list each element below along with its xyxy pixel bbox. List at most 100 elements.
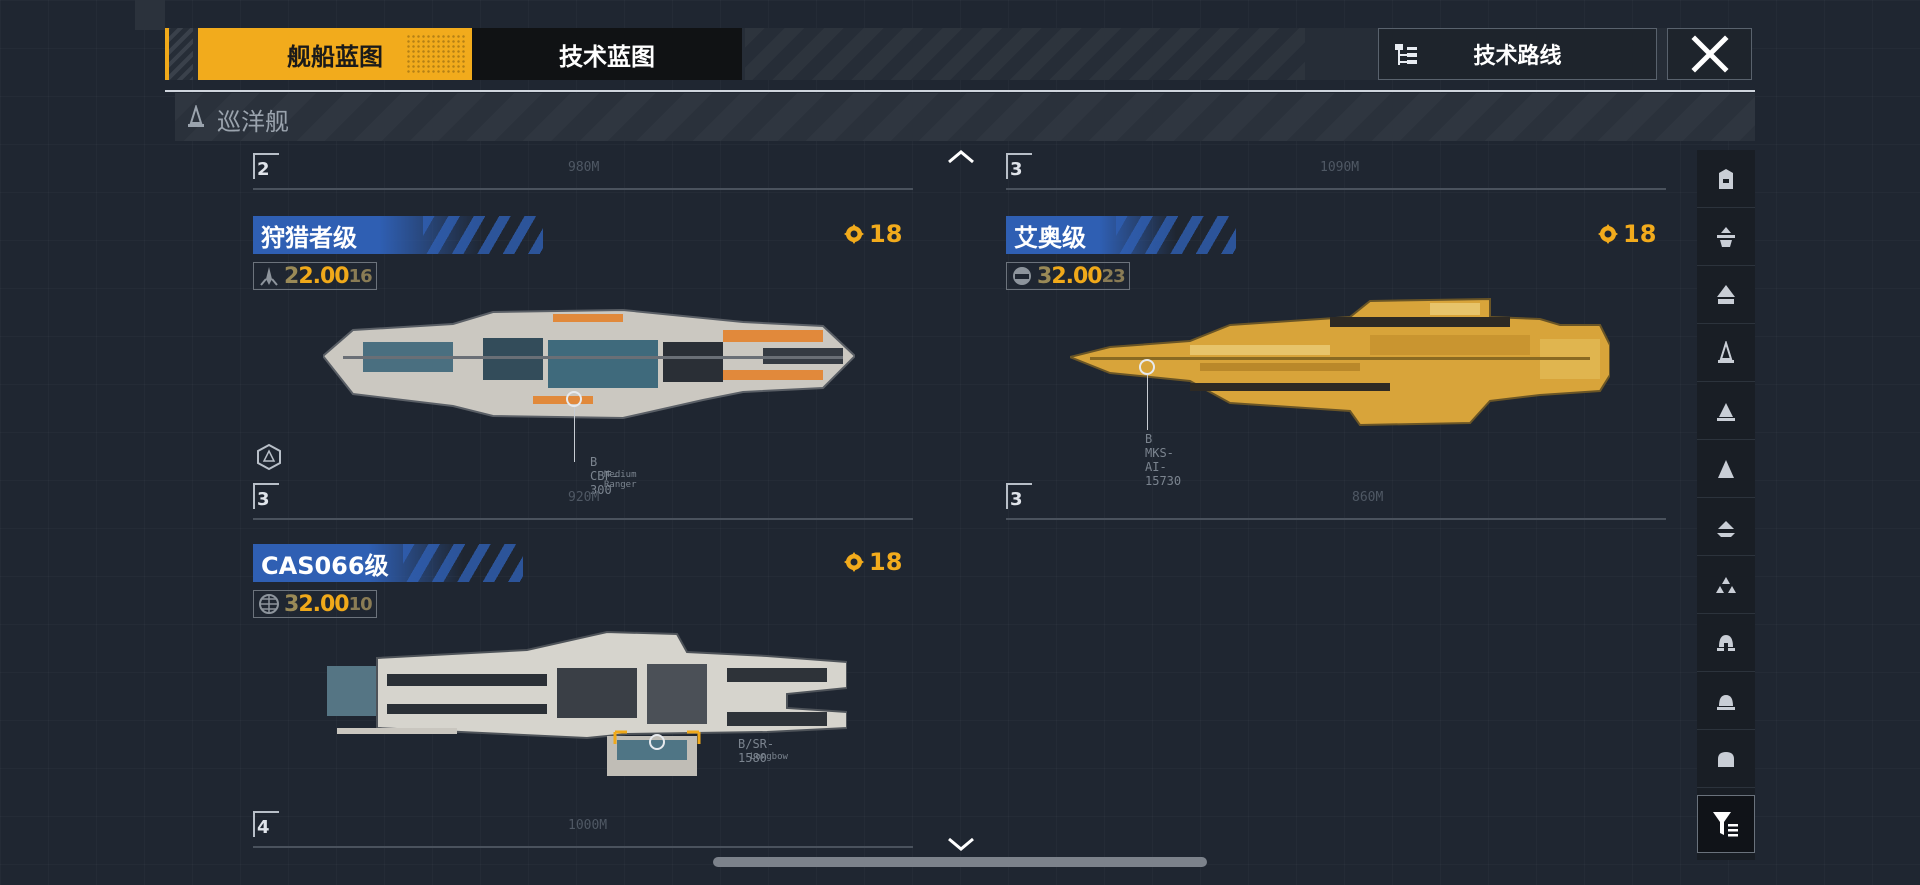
filter-frigate[interactable] [1697, 440, 1755, 498]
ship-image-hunter [323, 308, 855, 420]
tab-tech-blueprint[interactable]: 技术蓝图 [472, 28, 742, 80]
stat-sub: 10 [348, 593, 373, 615]
stat-sub: 16 [348, 265, 373, 287]
ship-tier-mark: 4 [253, 811, 279, 837]
ship-cost: 18 [843, 548, 902, 576]
scroll-up-icon[interactable] [945, 146, 977, 166]
weapon-pin [574, 407, 575, 462]
filter-cruiser[interactable] [1697, 324, 1755, 382]
frigate-icon [1718, 459, 1734, 478]
filter-corvette[interactable] [1697, 498, 1755, 556]
card-baseline [253, 518, 913, 520]
top-divider [165, 90, 1755, 92]
corvette-icon [1717, 520, 1735, 537]
cost-cog-icon [844, 224, 864, 244]
filter-station[interactable] [1697, 150, 1755, 208]
close-button[interactable] [1667, 28, 1752, 80]
card-baseline [1006, 518, 1666, 520]
stat-tier: 3 [284, 591, 299, 617]
ship-image-cas066 [327, 630, 847, 776]
battlecruiser-icon [1717, 284, 1735, 304]
stat-tier: 3 [1037, 263, 1052, 289]
top-tab-bar: 舰船蓝图 技术蓝图 技术路线 [165, 28, 1752, 80]
tech-route-label: 技术路线 [1473, 44, 1562, 69]
tab-bar-stripe [165, 28, 193, 80]
filter-mothership[interactable] [1697, 614, 1755, 672]
cruiser-icon [1718, 340, 1734, 363]
ship-class-filter-panel [1697, 150, 1755, 860]
tab-bar-hatch [745, 28, 1305, 80]
tech-tree-icon [1395, 44, 1417, 65]
prev-card-length-left: 980M [568, 160, 600, 175]
ship-stat-box: 3 2.00 10 [253, 590, 377, 618]
card-baseline [253, 846, 913, 848]
fighter-icon [1716, 576, 1736, 593]
close-icon [1690, 35, 1729, 73]
ship-stat-box: 3 2.00 23 [1006, 262, 1130, 290]
filter-fighter[interactable] [1697, 556, 1755, 614]
category-bar: 巡洋舰 [175, 93, 1755, 141]
tab-ship-blueprint[interactable]: 舰船蓝图 [198, 28, 472, 80]
gauge-icon [1013, 267, 1031, 285]
stat-sub: 23 [1101, 265, 1126, 287]
stat-value: 2.00 [1051, 263, 1102, 289]
ship-name-tag: 艾奥级 [1006, 216, 1236, 254]
filter-destroyer[interactable] [1697, 382, 1755, 440]
station-icon [1719, 168, 1733, 189]
ship-length: 920M [568, 490, 600, 505]
cost-cog-icon [1598, 224, 1618, 244]
stat-value: 2.00 [298, 591, 349, 617]
ship-cost: 18 [1597, 220, 1656, 248]
weapon-hardpoint-icon[interactable] [1139, 359, 1155, 375]
weapon-hardpoint-icon[interactable] [649, 734, 665, 750]
ship-cost-value: 18 [1623, 220, 1657, 248]
ship-cost-value: 18 [869, 548, 903, 576]
weapon-label: B CBF-300 [590, 455, 619, 497]
filter-icon [1713, 812, 1738, 837]
weapon-hardpoint-icon[interactable] [566, 391, 582, 407]
corner-decoration [135, 0, 165, 30]
ship-cost: 18 [843, 220, 902, 248]
filter-carrier[interactable] [1697, 208, 1755, 266]
ship-image-io [1070, 297, 1610, 427]
cost-cog-icon [844, 552, 864, 572]
globe-icon [259, 594, 279, 614]
ship-length: 860M [1352, 490, 1384, 505]
ship-tier-mark: 3 [1006, 483, 1032, 509]
tech-route-button[interactable]: 技术路线 [1378, 28, 1657, 80]
filter-battlecruiser[interactable] [1697, 266, 1755, 324]
filter-base[interactable] [1697, 672, 1755, 730]
ship-length: 1000M [568, 818, 608, 833]
hexagon-icon [257, 443, 281, 471]
filter-outpost[interactable] [1697, 730, 1755, 788]
filter-button[interactable] [1697, 795, 1755, 853]
horizontal-scrollbar[interactable] [713, 857, 1207, 867]
carrier-icon [1717, 226, 1735, 247]
weapon-label: B MKS-AI-15730 [1145, 432, 1182, 488]
weapon-sublabel: Medium Ranger [604, 470, 637, 490]
prev-card-baseline [253, 188, 913, 190]
prev-card-tier-mark: 2 [253, 153, 279, 179]
destroyer-icon [1717, 402, 1735, 421]
weapon-label: B/SR-1580 [738, 737, 775, 765]
missile-icon [260, 267, 278, 286]
stat-tier: 2 [284, 263, 299, 289]
prev-card-length-right: 1090M [1320, 160, 1360, 175]
ship-name-tag: CAS066级 [253, 544, 523, 582]
base-icon [1717, 694, 1735, 710]
mothership-icon [1717, 634, 1735, 653]
cruiser-icon [188, 105, 204, 127]
weapon-pin [1147, 375, 1148, 430]
prev-card-tier-mark-right: 3 [1006, 153, 1032, 179]
ship-stat-box: 2 2.00 16 [253, 262, 377, 290]
prev-card-baseline-right [1006, 188, 1666, 190]
ship-name-tag: 狩猎者级 [253, 216, 543, 254]
ship-cost-value: 18 [869, 220, 903, 248]
scroll-down-icon[interactable] [945, 835, 977, 855]
stat-value: 2.00 [298, 263, 349, 289]
weapon-sublabel: Longbow [750, 752, 788, 762]
tab-bar-accent [165, 28, 169, 80]
category-label: 巡洋舰 [217, 108, 289, 136]
outpost-icon [1718, 751, 1734, 767]
ship-tier-mark: 3 [253, 483, 279, 509]
